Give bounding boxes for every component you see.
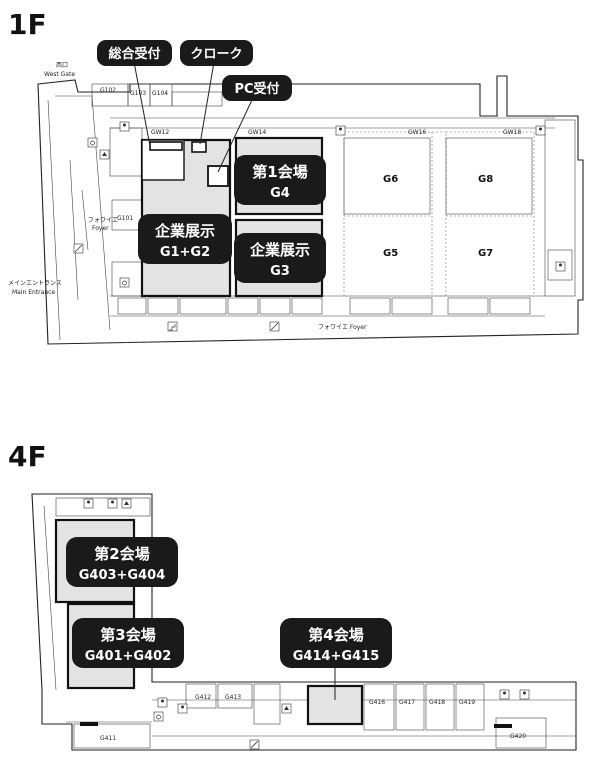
elevator-icon <box>281 703 292 714</box>
callout-hall3-room: G401+G402 <box>85 649 172 664</box>
room-g413: G413 <box>225 694 241 701</box>
room-g420: G420 <box>510 733 526 740</box>
callout-expo-a-name: 企業展示 <box>154 222 215 240</box>
escalator-icon <box>73 243 84 254</box>
restroom-icon <box>157 697 168 708</box>
floor-label-4f: 4F <box>8 440 47 473</box>
room-g102: G102 <box>100 87 116 94</box>
room-gw16: GW16 <box>408 129 426 136</box>
foyer-left-en: Foyer <box>92 225 109 232</box>
room-gw18: GW18 <box>503 129 521 136</box>
callout-pc: PC受付 <box>234 81 279 97</box>
room-g103: G103 <box>130 90 146 97</box>
escalator-icon <box>249 739 260 750</box>
callout-hall1-name: 第1会場 <box>252 163 307 181</box>
room-g411: G411 <box>100 735 116 742</box>
callout-hall1-room: G4 <box>270 186 290 201</box>
elevator-icon <box>99 149 110 160</box>
west-gate-jp: 西口 <box>56 62 68 69</box>
restroom-icon <box>535 125 546 136</box>
callout-expo-a-room: G1+G2 <box>160 245 210 260</box>
room-g8: G8 <box>478 174 493 185</box>
west-gate-en: West Gate <box>44 71 75 78</box>
callout-hall4-room: G414+G415 <box>293 649 380 664</box>
callout-hall2-room: G403+G404 <box>79 568 166 583</box>
stairs-icon <box>167 321 178 332</box>
main-entrance-en: Main Entrance <box>12 289 55 296</box>
restroom-icon <box>555 261 566 272</box>
main-entrance-jp: メインエントランス <box>8 280 62 287</box>
restroom-icon <box>119 121 130 132</box>
elevator-icon <box>121 498 132 509</box>
room-g6: G6 <box>383 174 398 185</box>
restroom-icon <box>499 689 510 700</box>
room-g417: G417 <box>399 699 415 706</box>
room-g5: G5 <box>383 248 398 259</box>
room-g104: G104 <box>152 90 168 97</box>
callout-hall2-name: 第2会場 <box>94 545 149 563</box>
callout-expo-b-name: 企業展示 <box>249 241 310 259</box>
room-g416: G416 <box>369 699 385 706</box>
foyer-left-jp: フォワイエ <box>88 217 118 224</box>
callout-hall4-name: 第4会場 <box>308 626 363 644</box>
restroom-icon <box>177 703 188 714</box>
room-g412: G412 <box>195 694 211 701</box>
wheelchair-icon <box>119 277 130 288</box>
callout-expo-b-room: G3 <box>270 264 290 279</box>
restroom-icon <box>107 498 118 509</box>
escalator-icon <box>269 321 280 332</box>
restroom-icon <box>519 689 530 700</box>
callout-reception: 総合受付 <box>108 46 160 62</box>
room-g418: G418 <box>429 699 445 706</box>
wheelchair-icon <box>153 711 164 722</box>
callout-cloak: クローク <box>190 47 242 62</box>
room-gw14: GW14 <box>248 129 266 136</box>
floor-label-1f: 1F <box>8 8 47 41</box>
restroom-icon <box>335 125 346 136</box>
foyer-bottom: フォワイエ Foyer <box>318 324 367 331</box>
building-outline-1f <box>37 75 584 345</box>
room-g7: G7 <box>478 248 493 259</box>
room-gw12: GW12 <box>151 129 169 136</box>
restroom-icon <box>83 498 94 509</box>
building-outline-4f <box>31 493 577 751</box>
callout-hall3-name: 第3会場 <box>100 626 155 644</box>
room-g419: G419 <box>459 699 475 706</box>
wheelchair-icon <box>87 137 98 148</box>
room-g101: G101 <box>117 215 133 222</box>
